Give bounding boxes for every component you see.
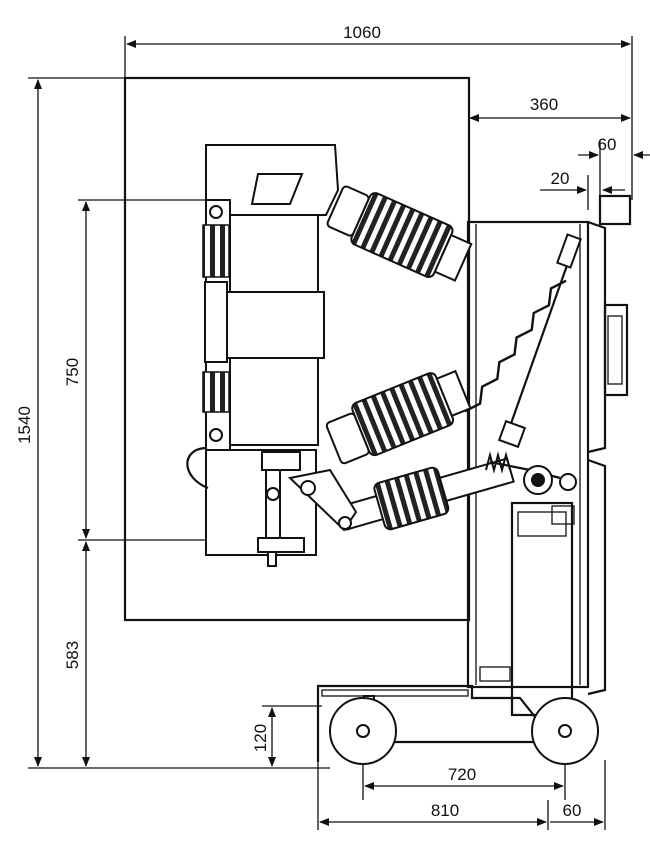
breaker-body [186,144,340,567]
dim-360: 360 [530,95,558,114]
dim-750: 750 [63,358,82,386]
insulators [287,185,515,532]
front-wheel [329,697,397,765]
dim-1540: 1540 [15,406,34,444]
dim-20: 20 [551,169,570,188]
dim-720: 720 [448,765,476,784]
mechanism-cabinet [466,194,632,717]
dimension-labels: 1060 360 60 20 1540 750 583 120 720 810 … [15,23,616,820]
dim-120: 120 [251,724,270,752]
dim-810: 810 [431,801,459,820]
dim-1060: 1060 [343,23,381,42]
dim-60-top: 60 [598,135,617,154]
rear-wheel [531,697,599,765]
dim-60-bottom: 60 [563,801,582,820]
dim-583: 583 [63,641,82,669]
spring-assembly [464,233,582,495]
trolley-chassis [316,684,599,765]
